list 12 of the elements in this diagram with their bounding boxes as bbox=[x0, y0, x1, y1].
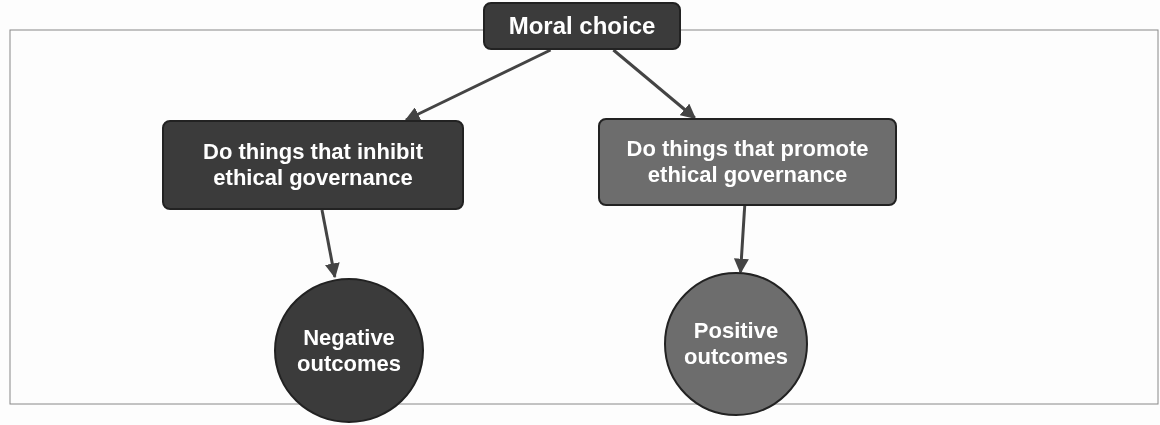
node-label: Do things that inhibit ethical governance bbox=[202, 138, 424, 192]
choice-box bbox=[483, 2, 681, 50]
arrow bbox=[612, 48, 696, 120]
node-label: Do things that promote ethical governance bbox=[625, 135, 870, 189]
node-label: Negative outcomes bbox=[296, 323, 402, 378]
arrow bbox=[733, 205, 749, 274]
node-label: Moral choice bbox=[507, 11, 657, 41]
arrow bbox=[404, 48, 552, 122]
choice-box bbox=[598, 118, 897, 206]
node-label: Positive outcomes bbox=[683, 317, 789, 371]
choice-box bbox=[162, 120, 464, 210]
arrow bbox=[320, 209, 340, 279]
